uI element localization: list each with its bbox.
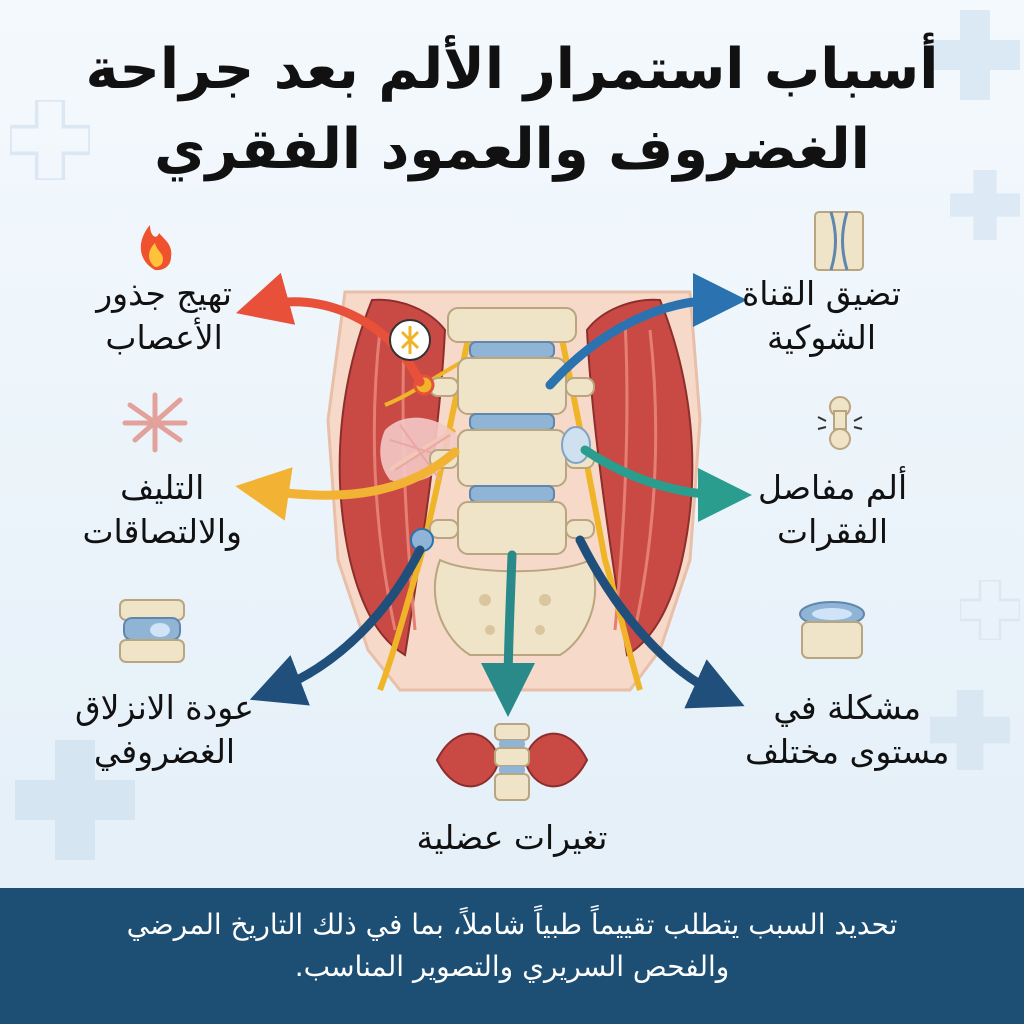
background-cross-icon (15, 740, 135, 864)
background-cross-icon (930, 10, 1020, 104)
title-line-2: الغضروف والعمود الفقري (154, 117, 870, 182)
narrow-canal-icon (814, 211, 864, 271)
label-muscle-changes: تغيرات عضلية (416, 818, 608, 857)
flame-icon (140, 225, 172, 271)
background-cross-icon (950, 170, 1020, 244)
label-different-level: مشكلة في مستوى مختلف (745, 688, 950, 771)
footer-note: تحديد السبب يتطلب تقييماً طبياً شاملاً، … (20, 904, 1004, 1014)
facet-joint-point (561, 426, 591, 464)
sacrum (433, 558, 597, 656)
nerve-bubble-icon (389, 319, 431, 361)
arrow-muscle-changes (481, 550, 536, 717)
arrow-different-level (575, 535, 745, 709)
label-nerve-root-irritation: تهيج جذور الأعصاب (96, 274, 232, 357)
title-line-1: أسباب استمرار الألم بعد جراحة (85, 37, 939, 102)
label-fibrosis-adhesions: التليف والالتصاقات (82, 468, 242, 551)
vertebral-column (429, 307, 595, 555)
herniated-disc-icon (119, 599, 185, 663)
arrow-recurrent-herniation (249, 545, 425, 706)
label-facet-joint-pain: ألم مفاصل الفقرات (758, 468, 908, 551)
arrow-fibrosis-adhesions (235, 447, 460, 521)
spine-diagram (119, 211, 865, 801)
label-recurrent-herniation: عودة الانزلاق الغضروفي (74, 688, 254, 771)
background-cross-icon (8, 98, 92, 184)
background-cross-icon (930, 690, 1010, 774)
fibrous-tissue-icon (122, 392, 188, 453)
page-title: أسباب استمرار الألم بعد جراحة الغضروف وا… (0, 30, 1024, 190)
footer-line-1: تحديد السبب يتطلب تقييماً طبياً شاملاً، … (126, 908, 898, 941)
arrow-facet-joint-pain (580, 445, 752, 522)
footer-banner (0, 888, 1024, 1024)
background-cross-icon (958, 578, 1022, 644)
label-spinal-stenosis: تضيق القناة الشوكية (742, 274, 901, 357)
muscle-icon (435, 723, 589, 801)
footer-line-2: والفحص السريري والتصوير المناسب. (294, 950, 730, 983)
joint-icon (817, 396, 863, 450)
arrow-spinal-stenosis (545, 273, 747, 390)
disc-icon (799, 601, 865, 659)
